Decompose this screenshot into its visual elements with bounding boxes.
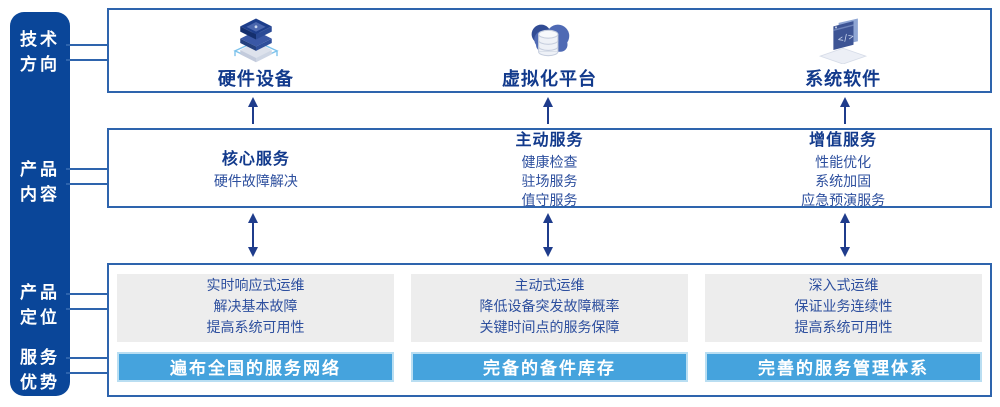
positioning-line: 关键时间点的服务保障 [479,320,620,337]
tech-item-virtualization: 虚拟化平台 [403,10,697,91]
sidebar-label-line: 定位 [20,308,60,328]
service-column-proactive: 主动服务 健康检查 驻场服务 值守服务 [403,130,697,209]
double-arrow [248,213,258,257]
sidebar-label-line: 内容 [20,185,60,205]
connector-line [66,59,109,61]
positioning-column-realtime: 实时响应式运维 解决基本故障 提高系统可用性 遍布全国的服务网络 [117,274,394,382]
connector-line [66,44,109,46]
service-title: 增值服务 [809,129,878,149]
tech-item-label: 系统软件 [805,69,882,90]
service-item: 应急预演服务 [801,192,886,209]
up-arrow [543,97,553,124]
advantage-banner: 遍布全国的服务网络 [117,351,394,382]
service-title: 核心服务 [221,148,290,168]
positioning-line: 深入式运维 [808,278,879,295]
sidebar-label-line: 方向 [20,55,60,75]
service-column-value-added: 增值服务 性能优化 系统加固 应急预演服务 [696,130,990,209]
connector-line [66,293,109,295]
sidebar-label-line: 技术 [20,30,60,50]
positioning-panel: 主动式运维 降低设备突发故障概率 关键时间点的服务保障 [411,274,688,342]
software-window-icon: </> [819,18,868,64]
server-stack-icon [233,18,279,63]
sidebar-item-service-advantage: 服务 优势 [10,346,70,396]
service-item: 硬件故障解决 [213,173,298,190]
sidebar-label-line: 产品 [20,160,60,180]
sidebar-label-line: 优势 [20,373,60,393]
positioning-line: 解决基本故障 [213,299,298,316]
category-sidebar [10,12,70,396]
up-arrow [840,97,850,124]
positioning-panel: 深入式运维 保证业务连续性 提高系统可用性 [705,274,982,342]
positioning-line: 降低设备突发故障概率 [479,299,620,316]
positioning-line: 实时响应式运维 [206,278,305,295]
positioning-column-proactive: 主动式运维 降低设备突发故障概率 关键时间点的服务保障 完备的备件库存 [411,274,688,382]
connector-line [66,308,109,310]
service-title: 主动服务 [515,129,584,149]
product-positioning-box: 实时响应式运维 解决基本故障 提高系统可用性 遍布全国的服务网络 主动式运维 降… [107,263,992,397]
service-item: 性能优化 [815,154,872,171]
connector-line [66,357,109,359]
double-arrow [543,213,553,257]
up-arrow [248,97,258,124]
positioning-line: 提高系统可用性 [206,320,305,337]
service-item: 健康检查 [521,154,578,171]
cloud-platform-icon [531,24,569,57]
connector-line [66,168,109,170]
positioning-column-indepth: 深入式运维 保证业务连续性 提高系统可用性 完善的服务管理体系 [705,274,982,382]
tech-item-hardware: 硬件设备 [109,10,403,91]
service-item: 驻场服务 [521,173,578,190]
positioning-line: 提高系统可用性 [794,320,893,337]
service-item: 值守服务 [521,192,578,209]
product-content-box: 核心服务 硬件故障解决 主动服务 健康检查 驻场服务 值守服务 增值服务 性能优… [107,128,992,209]
service-column-core: 核心服务 硬件故障解决 [109,130,403,206]
tech-item-system-software: </> 系统软件 [696,10,990,91]
sidebar-label-line: 服务 [20,348,60,368]
tech-item-label: 硬件设备 [217,69,294,90]
sidebar-item-product-positioning: 产品 定位 [10,281,70,331]
sidebar-label-line: 产品 [20,283,60,303]
tech-item-label: 虚拟化平台 [502,69,597,90]
positioning-line: 主动式运维 [514,278,585,295]
advantage-banner: 完备的备件库存 [411,351,688,382]
service-item: 系统加固 [815,173,872,190]
connector-line [66,183,109,185]
svg-text:</>: </> [837,32,855,45]
double-arrow [840,213,850,257]
positioning-panel: 实时响应式运维 解决基本故障 提高系统可用性 [117,274,394,342]
tech-direction-box: 硬件设备 虚拟化平台 </> [107,8,992,93]
positioning-line: 保证业务连续性 [794,299,893,316]
sidebar-item-tech-direction: 技术 方向 [10,28,70,78]
sidebar-item-product-content: 产品 内容 [10,158,70,208]
connector-line [66,372,109,374]
advantage-banner: 完善的服务管理体系 [705,351,982,382]
